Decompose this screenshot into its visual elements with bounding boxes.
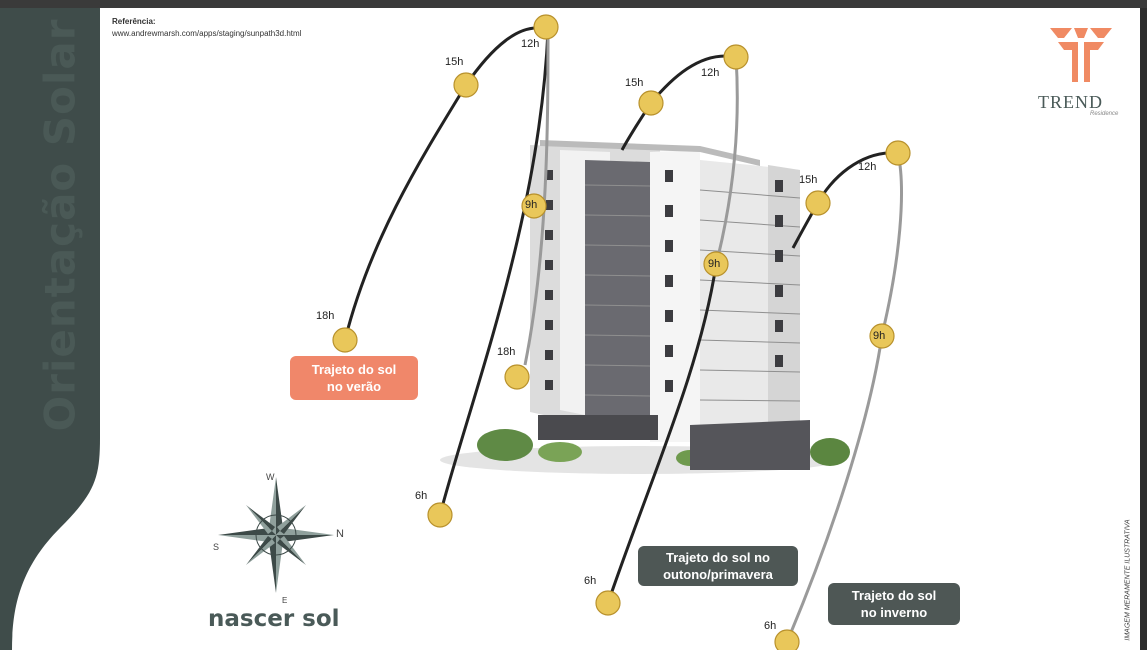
winter-tag-line-2: no inverno <box>860 605 928 620</box>
equinox-hour-6h: 6h <box>584 575 597 587</box>
logo-name: TREND <box>1038 92 1103 112</box>
summer-hour-15h: 15h <box>445 56 464 68</box>
equinox-hour-18h: 18h <box>497 346 516 358</box>
winter-tag-line-1: Trajeto do sol <box>851 588 937 603</box>
equinox-path-tag: Trajeto do sol no outono/primavera <box>638 546 798 586</box>
winter-hour-15h: 15h <box>799 174 818 186</box>
summer-hour-12h: 12h <box>521 38 540 50</box>
sun-markers <box>332 14 911 650</box>
plants <box>477 429 850 466</box>
equinox-hour-12h: 12h <box>701 67 720 79</box>
building <box>530 140 810 470</box>
equinox-hour-9h: 9h <box>708 258 721 270</box>
winter-sun-path <box>785 151 903 643</box>
winter-path-tag: Trajeto do sol no inverno <box>828 583 960 625</box>
reference-url[interactable]: www.andrewmarsh.com/apps/staging/sunpath… <box>112 29 302 38</box>
sidebar-curve <box>12 8 100 650</box>
compass-north-label: N <box>336 528 344 540</box>
summer-sun-path <box>343 26 550 516</box>
summer-tag-line-2: no verão <box>326 379 382 394</box>
compass-west-label: W <box>266 472 275 482</box>
winter-hour-9h: 9h <box>873 330 886 342</box>
logo-subtitle: Residence <box>1090 111 1119 117</box>
top-bar <box>0 0 1147 8</box>
right-edge <box>1140 8 1147 650</box>
summer-hour-9h: 9h <box>525 199 538 211</box>
winter-hour-12h: 12h <box>858 161 877 173</box>
summer-hour-18h: 18h <box>316 310 335 322</box>
reference-label: Referência: <box>112 17 156 26</box>
equinox-tag-line-2: outono/primavera <box>663 567 773 582</box>
equinox-hour-15h: 15h <box>625 77 644 89</box>
summer-path-tag: Trajeto do sol no verão <box>290 356 418 400</box>
summer-tag-line-1: Trajeto do sol <box>311 362 397 377</box>
summer-hour-6h: 6h <box>415 490 428 502</box>
illustrative-disclaimer: IMAGEM MERAMENTE ILUSTRATIVA <box>1124 519 1132 641</box>
winter-hour-6h: 6h <box>764 620 777 632</box>
compass-south-label: S <box>213 542 220 552</box>
compass-rose-icon <box>218 477 334 593</box>
sunrise-label: nascer sol <box>208 606 340 632</box>
equinox-tag-line-1: Trajeto do sol no <box>665 550 770 565</box>
compass-east-label: E <box>282 596 288 605</box>
